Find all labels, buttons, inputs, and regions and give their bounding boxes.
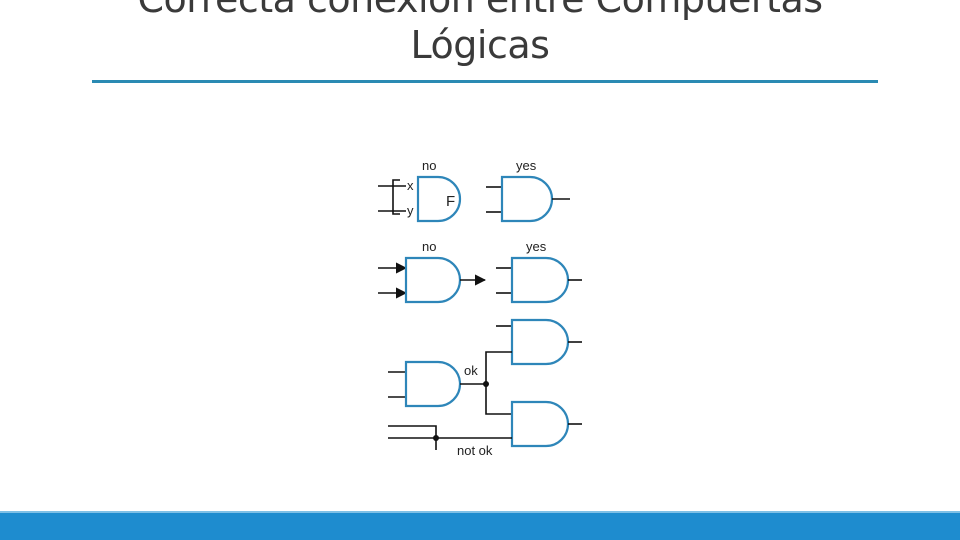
slide-title-line-2: Lógicas (410, 23, 550, 67)
ok-label: ok (464, 363, 478, 378)
and-gate-3 (404, 256, 462, 304)
row2-no-label: no (422, 239, 436, 254)
row2-yes-example: yes (496, 239, 582, 304)
and-gate-7 (510, 400, 570, 448)
junction-dot-notok (433, 435, 439, 441)
row2-yes-label: yes (526, 239, 547, 254)
input-x-label: x (407, 178, 414, 193)
footer-accent-line (0, 511, 960, 513)
slide-title: Correcta conexión entre Compuertas Lógic… (0, 0, 960, 68)
and-gate-2 (500, 175, 554, 223)
title-rule (92, 80, 878, 83)
and-gate-6 (404, 360, 462, 408)
footer-bar (0, 513, 960, 540)
output-f-label: F (446, 193, 455, 210)
logic-gates-diagram: no x y F yes no yes ok (378, 158, 582, 458)
row1-no-label: no (422, 158, 436, 173)
fanout-example: ok not ok (388, 318, 582, 458)
slide-title-line-1: Correcta conexión entre Compuertas (0, 0, 960, 22)
junction-dot-ok (483, 381, 489, 387)
row2-no-example: no (378, 239, 487, 304)
and-gate-1 (416, 175, 462, 223)
row1-no-example: no x y F (378, 158, 462, 223)
wire-notok-branch (388, 425, 437, 450)
input-y-label: y (407, 203, 414, 218)
and-gate-4 (510, 256, 570, 304)
wire-ok-to-upper (460, 351, 512, 385)
input-bracket (392, 179, 400, 215)
not-ok-label: not ok (457, 443, 493, 458)
wire-ok-to-lower (485, 384, 512, 415)
row1-yes-label: yes (516, 158, 537, 173)
row1-yes-example: yes (486, 158, 570, 223)
and-gate-5 (510, 318, 570, 366)
